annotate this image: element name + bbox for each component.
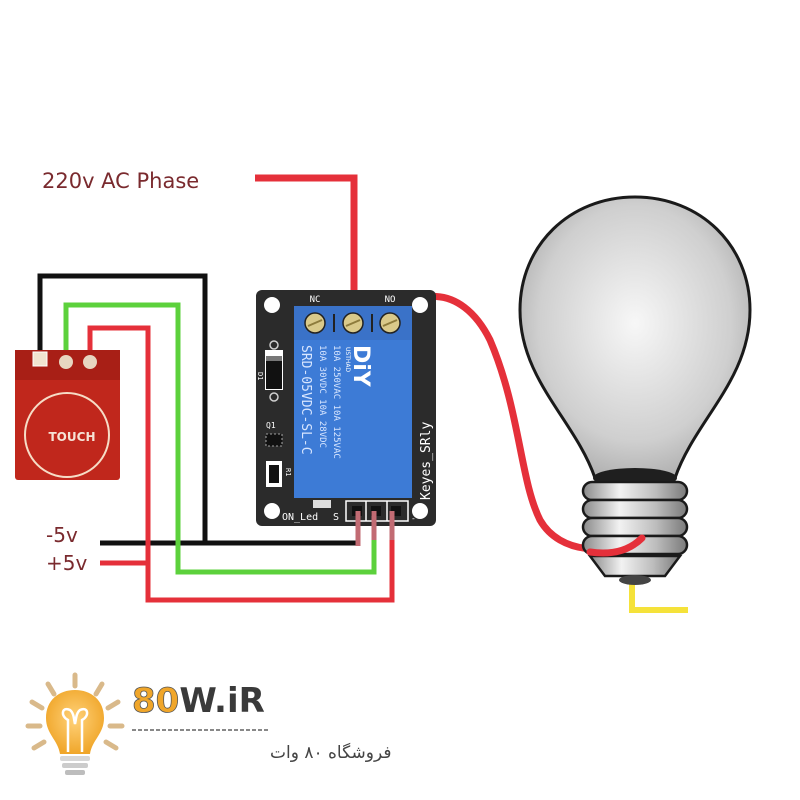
terminal-no-label: NO [385, 295, 396, 305]
wire-red-vcc [87, 325, 395, 603]
screw-terminals [304, 312, 401, 334]
pin-minus-mark: - [411, 514, 416, 523]
touch-sensor-module: TOUCH [15, 350, 120, 480]
wire-green [63, 302, 377, 575]
relay-ac-rating: 10A 250VAC 10A 125VAC [331, 345, 341, 459]
diode-d1: D1 [256, 340, 283, 402]
wire-lamp [386, 292, 644, 553]
svg-text:80W.iR: 80W.iR [132, 681, 265, 721]
logo-tagline: فروشگاه ۸۰ وات [270, 742, 391, 763]
relay-brand: DiY [348, 345, 373, 388]
r1-label: R1 [284, 468, 292, 476]
plus-5v-label: +5v [46, 551, 87, 575]
q1-label: Q1 [266, 421, 276, 430]
resistor-r1: R1 [266, 461, 292, 487]
brand-logo: 80W.iR فروشگاه ۸۰ وات [25, 672, 391, 775]
transistor-q1: Q1 [265, 421, 283, 447]
touch-label: TOUCH [49, 430, 96, 444]
minus-5v-label: -5v [46, 523, 78, 547]
light-bulb [518, 195, 752, 585]
phase-label: 220v AC Phase [42, 169, 199, 193]
logo-brand-suffix: W.iR [179, 681, 264, 721]
relay-model-text: SRD-05VDC-SL-C [298, 345, 313, 455]
lightbulb-logo-icon [25, 672, 125, 775]
d1-label: D1 [256, 372, 264, 380]
relay-brand-sub: USTHAD [344, 347, 351, 372]
terminal-nc-label: NC [310, 295, 321, 305]
relay-dc-rating: 10A 30VDC 10A 28VDC [317, 345, 327, 448]
wire-phase [255, 174, 358, 325]
pin-s-label: S [333, 512, 339, 523]
relay-module: NC NO SRD-05VDC-SL-C 10A 30VDC 10A 28VDC… [256, 290, 436, 546]
module-model-label: Keyes_SRly [419, 422, 434, 500]
on-led-label: ON_Led [282, 512, 318, 523]
on-led [313, 500, 331, 508]
bulb-screw-base [581, 480, 689, 585]
logo-brand-prefix: 80 [132, 681, 179, 721]
wire-neutral [629, 582, 688, 613]
